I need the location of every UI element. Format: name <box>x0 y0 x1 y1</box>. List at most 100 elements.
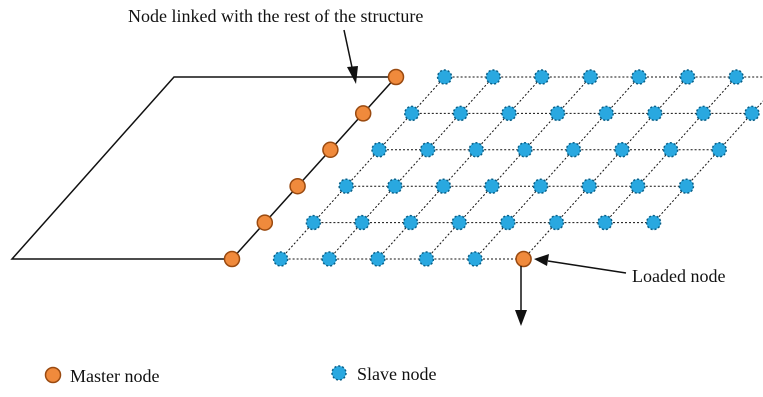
master-edge-line <box>231 76 397 260</box>
slave-node <box>501 105 517 122</box>
mesh-link <box>718 113 753 151</box>
mesh-link <box>427 113 461 151</box>
master-node <box>322 141 339 159</box>
mesh-link <box>653 185 687 223</box>
mesh-link <box>313 185 347 223</box>
slave-node <box>387 178 403 194</box>
mesh-link <box>686 149 720 187</box>
rest-of-structure-edge <box>10 76 396 260</box>
mesh-link <box>556 185 590 223</box>
slave-node <box>679 69 696 85</box>
mesh-link <box>443 149 477 187</box>
slave-node <box>418 251 435 267</box>
slave-node <box>321 251 337 267</box>
slave-node <box>662 142 679 158</box>
load-force-arrow <box>515 266 527 326</box>
slave-node <box>272 251 289 267</box>
mesh-link <box>361 185 396 223</box>
structure-outline <box>10 76 397 260</box>
slave-node <box>565 142 582 158</box>
slave-node <box>305 214 322 231</box>
slave-node <box>500 214 516 231</box>
slave-node <box>404 105 420 122</box>
slave-node <box>582 69 599 85</box>
mesh-link <box>410 185 444 223</box>
mesh-link <box>474 222 509 260</box>
mesh-link <box>458 185 493 223</box>
slave-node <box>598 105 614 122</box>
mesh-link <box>508 76 543 114</box>
mesh-link <box>394 149 428 187</box>
slave-node <box>485 69 501 85</box>
slave-node <box>467 251 483 267</box>
mesh-link <box>426 222 460 260</box>
loaded-node-annotation: Loaded node <box>632 266 726 286</box>
legend-master-label: Master node <box>70 366 160 386</box>
slave-node <box>371 142 387 158</box>
slave-node <box>484 178 500 194</box>
master-node <box>223 250 241 268</box>
mesh-grid-lines <box>280 76 763 260</box>
mesh-link <box>411 76 445 114</box>
slave-node <box>532 178 549 194</box>
master-node <box>256 214 274 231</box>
mesh-link <box>475 113 510 151</box>
legend-slave-node-symbol <box>331 365 347 381</box>
mesh-link <box>751 100 763 114</box>
slave-node <box>728 69 744 85</box>
mesh-nodes <box>223 68 760 268</box>
mesh-link <box>573 113 607 151</box>
slave-node <box>597 214 613 231</box>
mesh-link <box>703 76 737 114</box>
linked-node-annotation: Node linked with the rest of the structu… <box>128 6 424 26</box>
legend <box>44 365 347 384</box>
slave-node <box>436 69 453 85</box>
slave-node <box>630 178 646 194</box>
mesh-link <box>588 149 623 187</box>
slave-node <box>452 105 469 122</box>
legend-slave-label: Slave node <box>357 364 437 384</box>
mesh-link <box>460 76 494 114</box>
mesh-link <box>328 222 363 260</box>
slave-node <box>744 105 760 122</box>
mesh-link <box>670 113 704 151</box>
mesh-link <box>280 222 314 260</box>
linked-node-arrow <box>343 29 358 84</box>
mesh-link <box>605 76 640 114</box>
master-node <box>289 177 306 195</box>
slave-node <box>548 214 565 231</box>
mesh-link <box>524 113 558 151</box>
mesh-link <box>557 76 591 114</box>
mesh-link <box>540 149 574 187</box>
slave-node <box>402 214 419 231</box>
slave-node <box>711 142 727 158</box>
slave-node <box>549 105 566 122</box>
mesh-link <box>621 113 656 151</box>
mesh-link <box>654 76 688 114</box>
slave-node <box>614 142 630 158</box>
mesh-link <box>637 149 671 187</box>
master-node <box>354 105 372 122</box>
slave-node <box>468 142 484 158</box>
slave-node <box>581 178 597 194</box>
slave-node <box>534 69 550 85</box>
slave-node <box>354 214 370 231</box>
mesh-link <box>378 113 413 151</box>
slave-node <box>451 214 467 231</box>
loaded-master-node <box>515 250 532 268</box>
slave-node <box>517 142 533 158</box>
slave-node <box>695 105 712 122</box>
slave-node <box>678 178 695 194</box>
legend-master-node-symbol <box>44 366 62 384</box>
mesh-link <box>507 185 541 223</box>
mesh-link <box>345 149 380 187</box>
slave-node <box>631 69 647 85</box>
loaded-node-arrow <box>534 254 627 274</box>
slave-node <box>338 178 354 194</box>
slave-node <box>419 142 436 158</box>
slave-node <box>370 251 386 267</box>
mesh-link <box>377 222 411 260</box>
master-node <box>387 68 405 86</box>
slave-node <box>645 214 662 231</box>
